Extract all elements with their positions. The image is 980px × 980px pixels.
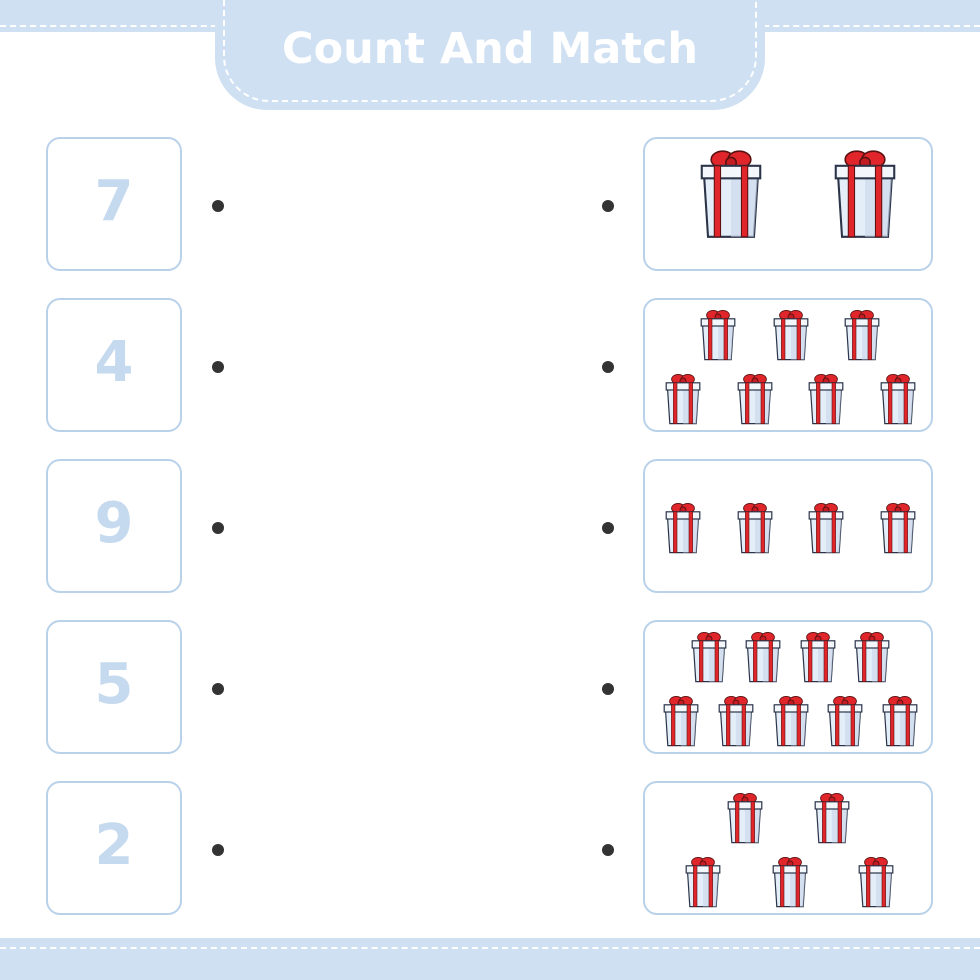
gift-box-icon: [800, 630, 836, 684]
gift-box-icon: [882, 694, 918, 748]
left-match-dot-1[interactable]: [212, 200, 224, 212]
right-match-dot-3[interactable]: [602, 522, 614, 534]
left-match-dot-5[interactable]: [212, 844, 224, 856]
gift-box-icon: [808, 372, 844, 426]
gift-box-icon: [827, 694, 863, 748]
gift-box-icon: [844, 308, 880, 362]
bottom-border-band: [0, 938, 980, 980]
bottom-stitch-line: [0, 947, 980, 949]
gift-box-icon: [718, 694, 754, 748]
gift-box-icon: [691, 147, 771, 241]
gift-card-1[interactable]: [643, 137, 933, 271]
number-card-2[interactable]: 4: [46, 298, 182, 432]
gift-box-icon: [727, 791, 763, 845]
gift-box-icon: [858, 855, 894, 909]
gift-box-icon: [700, 308, 736, 362]
gift-box-icon: [665, 501, 701, 555]
gift-box-icon: [663, 694, 699, 748]
right-match-dot-1[interactable]: [602, 200, 614, 212]
gift-box-icon: [880, 372, 916, 426]
gift-box-icon: [691, 630, 727, 684]
gift-card-5[interactable]: [643, 781, 933, 915]
gift-box-icon: [772, 855, 808, 909]
gift-box-icon: [808, 501, 844, 555]
number-card-1[interactable]: 7: [46, 137, 182, 271]
left-match-dot-4[interactable]: [212, 683, 224, 695]
gift-box-icon: [737, 372, 773, 426]
gift-box-icon: [685, 855, 721, 909]
gift-box-icon: [665, 372, 701, 426]
left-match-dot-2[interactable]: [212, 361, 224, 373]
number-label: 4: [94, 330, 134, 395]
title-stitch-line: [223, 0, 757, 102]
gift-box-icon: [814, 791, 850, 845]
number-card-4[interactable]: 5: [46, 620, 182, 754]
right-match-dot-2[interactable]: [602, 361, 614, 373]
gift-box-icon: [880, 501, 916, 555]
number-label: 5: [94, 652, 134, 717]
gift-card-2[interactable]: [643, 298, 933, 432]
number-label: 7: [94, 169, 134, 234]
title-banner: Count And Match: [215, 0, 765, 110]
gift-box-icon: [773, 308, 809, 362]
right-match-dot-4[interactable]: [602, 683, 614, 695]
gift-box-icon: [737, 501, 773, 555]
gift-card-4[interactable]: [643, 620, 933, 754]
number-label: 2: [94, 813, 134, 878]
left-match-dot-3[interactable]: [212, 522, 224, 534]
gift-box-icon: [825, 147, 905, 241]
number-card-3[interactable]: 9: [46, 459, 182, 593]
right-match-dot-5[interactable]: [602, 844, 614, 856]
number-label: 9: [94, 491, 134, 556]
gift-box-icon: [745, 630, 781, 684]
page-title: Count And Match: [282, 24, 698, 74]
number-card-5[interactable]: 2: [46, 781, 182, 915]
gift-box-icon: [854, 630, 890, 684]
gift-box-icon: [773, 694, 809, 748]
gift-card-3[interactable]: [643, 459, 933, 593]
